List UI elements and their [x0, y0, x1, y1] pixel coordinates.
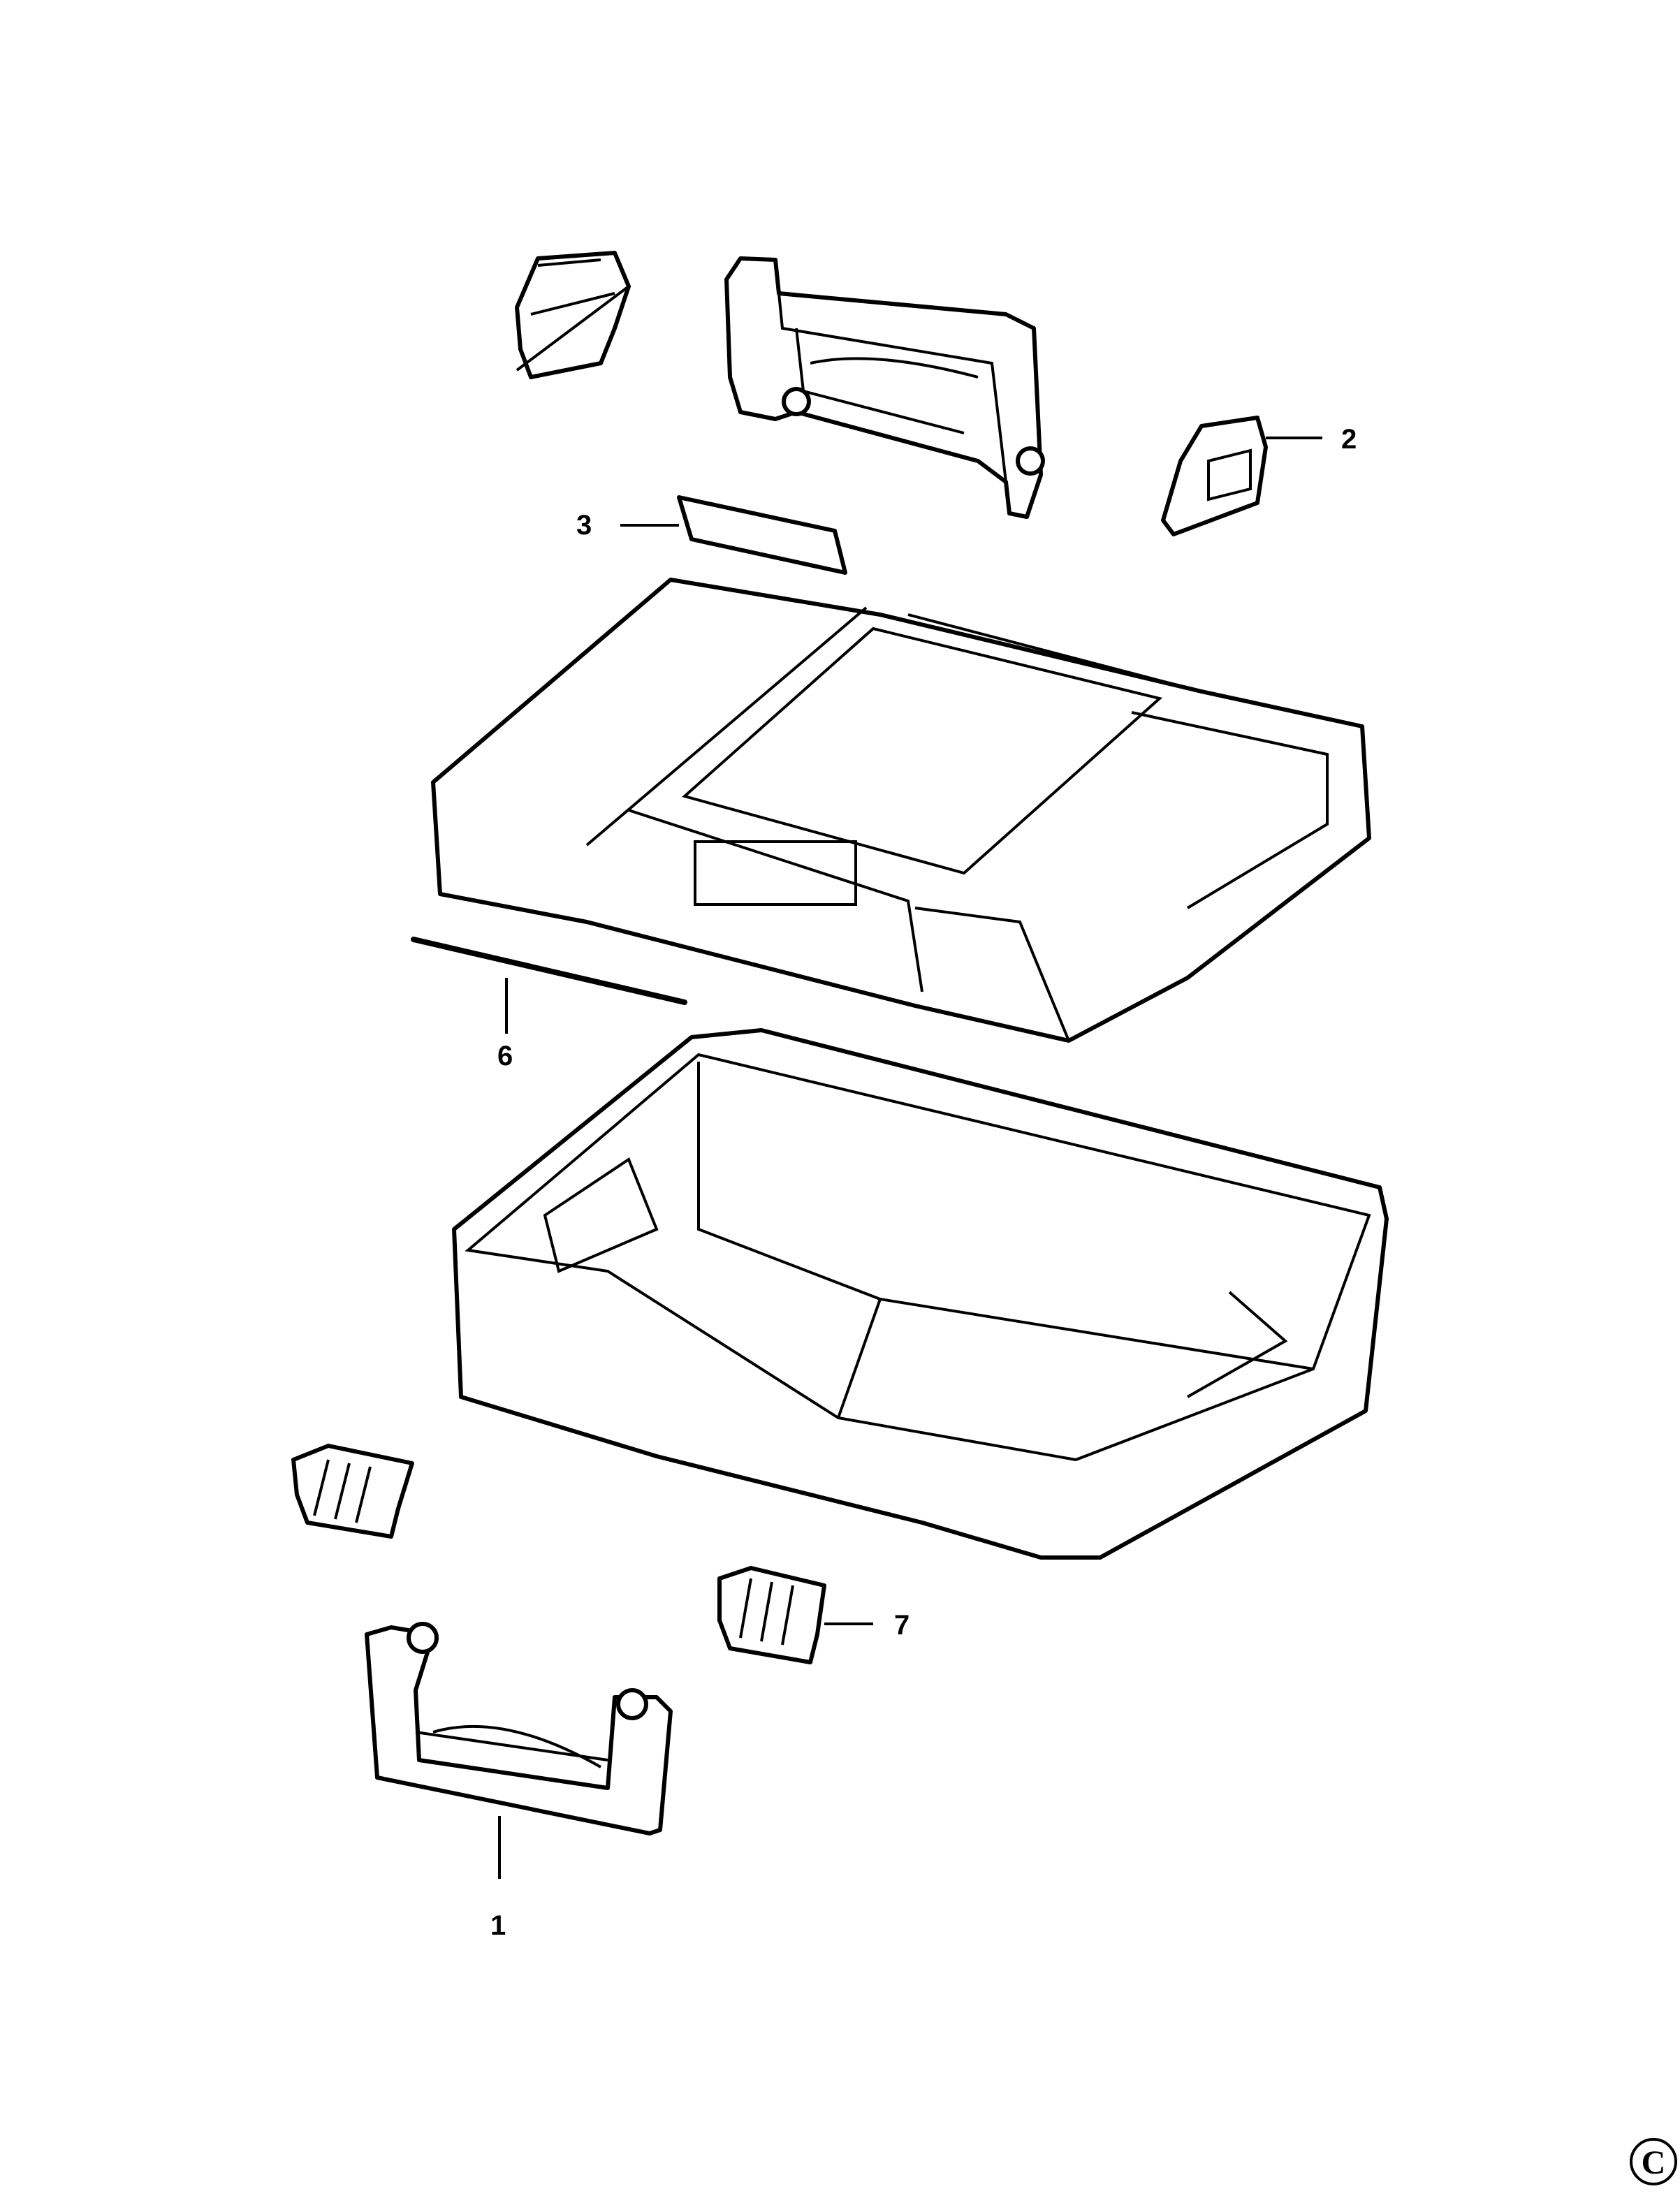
- hinge-clip-2: [1161, 416, 1268, 536]
- callout-6: 6: [497, 1041, 513, 1071]
- case-lid: [431, 578, 1371, 1043]
- case-base: [452, 1028, 1389, 1560]
- callout-2: 2: [1341, 424, 1357, 455]
- label-strip: [677, 495, 847, 575]
- hinge-clip-left: [515, 251, 631, 379]
- hinge-rod: [411, 937, 687, 1005]
- bottom-handle: [365, 1622, 673, 1836]
- callout-7: 7: [894, 1610, 910, 1641]
- copyright-letter: C: [1642, 2144, 1666, 2181]
- top-handle: [724, 256, 1045, 519]
- copyright-mark: C: [1630, 2138, 1677, 2185]
- latch-7: [717, 1566, 826, 1664]
- latch-left: [291, 1444, 414, 1539]
- callout-3: 3: [576, 510, 592, 541]
